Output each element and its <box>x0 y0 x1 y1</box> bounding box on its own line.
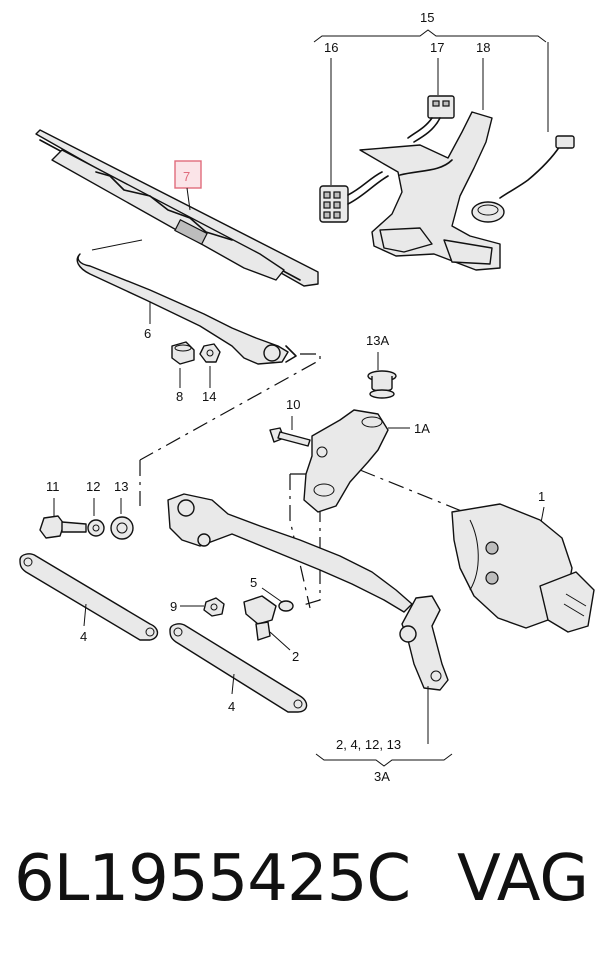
callout-11: 11 <box>46 479 60 494</box>
washer-5 <box>278 600 294 612</box>
leader-5 <box>261 587 283 603</box>
crank-arm-4-left <box>19 553 159 641</box>
callout-5: 5 <box>250 575 257 590</box>
callout-10: 10 <box>286 397 300 412</box>
callout-4-left: 4 <box>80 629 87 644</box>
callout-6: 6 <box>144 326 151 341</box>
guide-line-mid <box>290 473 321 607</box>
callout-13A: 13A <box>366 333 389 348</box>
callout-4-right: 4 <box>228 699 235 714</box>
nut-9 <box>203 597 225 617</box>
callout-3A: 3A <box>374 769 390 784</box>
callout-1A: 1A <box>414 421 430 436</box>
callout-17: 17 <box>430 40 444 55</box>
make-caption: VAG <box>457 842 589 916</box>
nut-14 <box>199 343 221 363</box>
bolt-11 <box>39 515 87 539</box>
callout-8: 8 <box>176 389 183 404</box>
grommet-13A <box>367 370 397 399</box>
washer-12 <box>87 519 105 537</box>
connector-17 <box>407 95 455 143</box>
cap-8 <box>171 341 195 365</box>
cable-sensor <box>471 135 575 223</box>
leader-7 <box>186 187 191 211</box>
harness-bracket <box>359 111 501 271</box>
callout-7: 7 <box>183 169 190 184</box>
callout-3A-list: 2, 4, 12, 13 <box>336 737 401 752</box>
callout-2: 2 <box>292 649 299 664</box>
callout-14: 14 <box>202 389 216 404</box>
callout-15: 15 <box>420 10 434 25</box>
bracket-15 <box>313 29 547 43</box>
wiper-blade <box>35 129 319 287</box>
bolt-10 <box>269 427 311 447</box>
leader-4-left <box>83 603 87 627</box>
wiper-motor <box>451 503 595 633</box>
leader-4-right <box>231 673 235 695</box>
callout-7-highlight <box>174 160 202 189</box>
callout-1: 1 <box>538 489 545 504</box>
callout-13: 13 <box>114 479 128 494</box>
callout-9: 9 <box>170 599 177 614</box>
wiper-arm <box>76 239 297 365</box>
guide-line-arm <box>139 353 321 461</box>
wiper-linkage <box>167 493 449 691</box>
pivot-bracket-2 <box>243 595 277 641</box>
crank-arm-4-right <box>169 623 308 713</box>
bushing-13 <box>110 516 134 540</box>
connector-16 <box>319 171 389 223</box>
callout-18: 18 <box>476 40 490 55</box>
bracket-3A <box>315 753 453 767</box>
leader-2 <box>269 631 291 651</box>
guide-line-mid2 <box>289 474 311 609</box>
callout-16: 16 <box>324 40 338 55</box>
callout-12: 12 <box>86 479 100 494</box>
part-number-caption: 6L1955425C <box>14 842 411 916</box>
mount-bracket-1A <box>303 409 389 513</box>
